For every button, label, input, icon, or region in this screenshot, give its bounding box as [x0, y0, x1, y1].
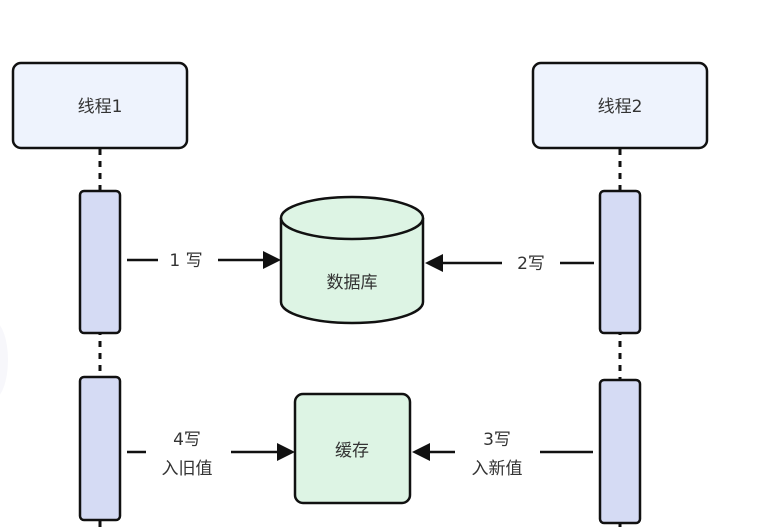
thread2-label: 线程2 — [598, 97, 643, 117]
message-4-label-line1: 4写 — [173, 430, 201, 450]
thread1-activation-1[interactable] — [78, 189, 122, 335]
thread2-activation-1[interactable] — [598, 189, 642, 335]
thread1-box[interactable]: 线程1 — [11, 61, 189, 150]
thread1-activation-2[interactable] — [78, 375, 122, 522]
arrowhead-left-icon — [412, 443, 430, 461]
message-4-write-old-value: 4写 入旧值 — [127, 430, 295, 479]
arrowhead-right-icon — [263, 251, 281, 269]
background-blob — [0, 325, 8, 395]
database-label: 数据库 — [327, 273, 378, 293]
message-1-label: 1 写 — [169, 251, 202, 271]
thread1-label: 线程1 — [78, 97, 123, 117]
message-3-write-new-value: 3写 入新值 — [412, 430, 593, 479]
cache-box[interactable]: 缓存 — [293, 392, 412, 505]
thread2-activation-2[interactable] — [598, 378, 642, 525]
message-3-label-line2: 入新值 — [472, 459, 523, 479]
message-1-write: 1 写 — [127, 251, 281, 271]
arrowhead-left-icon — [425, 254, 443, 272]
database-cylinder[interactable]: 数据库 — [279, 195, 425, 325]
message-4-label-line2: 入旧值 — [162, 459, 213, 479]
message-2-write: 2写 — [425, 254, 594, 274]
arrowhead-right-icon — [277, 443, 295, 461]
thread2-box[interactable]: 线程2 — [531, 61, 709, 150]
message-2-label: 2写 — [517, 254, 545, 274]
cache-label: 缓存 — [335, 441, 369, 461]
message-3-label-line1: 3写 — [483, 430, 511, 450]
